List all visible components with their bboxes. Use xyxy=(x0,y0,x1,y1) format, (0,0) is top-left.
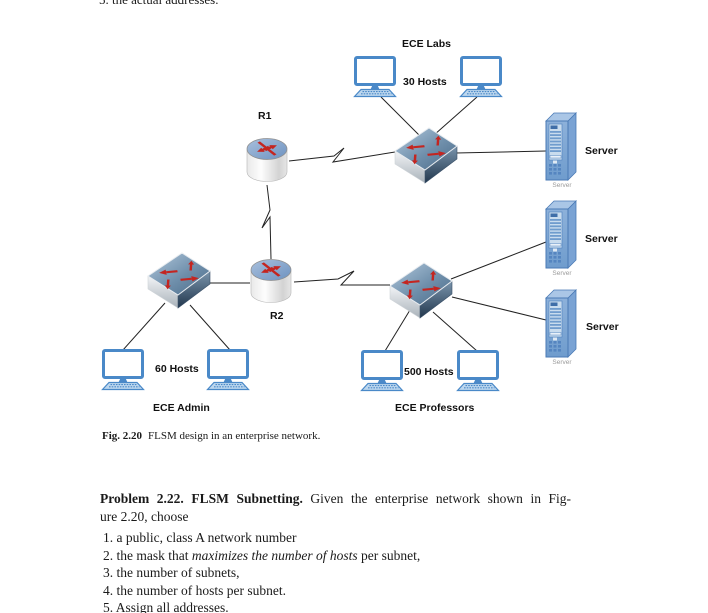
list-item: 3. the number of subnets, xyxy=(103,564,583,582)
problem-body-line1: Given the enterprise network shown in Fi… xyxy=(310,491,572,506)
link-line xyxy=(432,311,478,352)
link-line xyxy=(384,309,411,352)
switch-icon xyxy=(145,250,213,310)
computer-icon xyxy=(352,56,398,98)
list-item: 1. a public, class A network number xyxy=(103,529,583,547)
server-icon-caption: Server xyxy=(552,182,572,189)
switch-icon xyxy=(387,260,455,320)
figure-number: Fig. 2.20 xyxy=(102,430,143,442)
link-line xyxy=(122,302,166,351)
problem-title: Problem 2.22. FLSM Subnetting. xyxy=(100,491,303,506)
link-line xyxy=(451,296,547,321)
server-icon xyxy=(543,289,581,365)
item-number: 2. xyxy=(103,547,114,563)
server-label: Server xyxy=(585,233,618,245)
serial-link-line xyxy=(293,270,390,286)
server-icon xyxy=(543,200,581,276)
computer-icon xyxy=(359,350,405,392)
hosts-count-label: 500 Hosts xyxy=(404,366,454,378)
list-item: 2. the mask that maximizes the number of… xyxy=(103,547,583,565)
router-icon xyxy=(244,135,290,185)
list-item: 5. Assign all addresses. xyxy=(103,599,583,613)
item-number: 4. xyxy=(103,582,114,598)
network-links xyxy=(122,96,547,352)
list-item: 4. the number of hosts per subnet. xyxy=(103,582,583,600)
item-number: 3. xyxy=(103,565,114,581)
problem-body-line2: ure 2.20, choose xyxy=(100,508,189,524)
problem-statement: Problem 2.22. FLSM Subnetting. Given the… xyxy=(100,490,571,525)
computer-icon xyxy=(205,349,251,391)
switch-icon xyxy=(392,125,460,185)
item-text: the mask that xyxy=(116,547,192,563)
serial-link-line xyxy=(261,184,272,260)
group-label-ece-labs: ECE Labs xyxy=(402,38,452,50)
item-text: the number of hosts per subnet. xyxy=(116,582,286,598)
server-label: Server xyxy=(586,321,619,333)
item-text: per subnet, xyxy=(357,547,421,563)
server-icon xyxy=(543,112,581,188)
item-number: 1. xyxy=(103,530,114,545)
group-label-ece-admin: ECE Admin xyxy=(153,402,210,414)
item-text: Assign all addresses. xyxy=(115,600,229,613)
server-label: Server xyxy=(585,145,618,157)
server-icon-caption: Server xyxy=(552,359,572,366)
computer-icon xyxy=(455,350,501,392)
figure-caption-text: FLSM design in an enterprise network. xyxy=(148,430,321,442)
hosts-count-label: 30 Hosts xyxy=(403,76,447,88)
problem-line1: Problem 2.22. FLSM Subnetting. Given the… xyxy=(100,490,571,508)
computer-icon xyxy=(100,349,146,391)
link-line xyxy=(455,150,547,154)
link-line xyxy=(450,241,547,280)
hosts-count-label: 60 Hosts xyxy=(155,363,199,375)
figure-caption: Fig. 2.20 FLSM design in an enterprise ne… xyxy=(102,430,320,442)
router-label-r2: R2 xyxy=(270,310,284,322)
link-line xyxy=(433,96,478,136)
problem-list: 1. a public, class A network number 2. t… xyxy=(103,529,583,613)
link-line xyxy=(380,96,420,136)
router-icon xyxy=(248,256,294,306)
item-number: 5. xyxy=(103,600,114,613)
clipped-previous-line: 5. the actual addresses. xyxy=(99,0,218,7)
server-icon-caption: Server xyxy=(552,270,572,277)
link-line xyxy=(189,304,231,351)
serial-link-line xyxy=(288,147,396,163)
item-text: a public, class A network number xyxy=(116,530,297,545)
computer-icon xyxy=(458,56,504,98)
item-italic-text: maximizes the number of hosts xyxy=(191,547,358,563)
group-label-ece-professors: ECE Professors xyxy=(395,402,475,414)
router-label-r1: R1 xyxy=(258,110,272,122)
item-text: the number of subnets, xyxy=(116,565,240,581)
